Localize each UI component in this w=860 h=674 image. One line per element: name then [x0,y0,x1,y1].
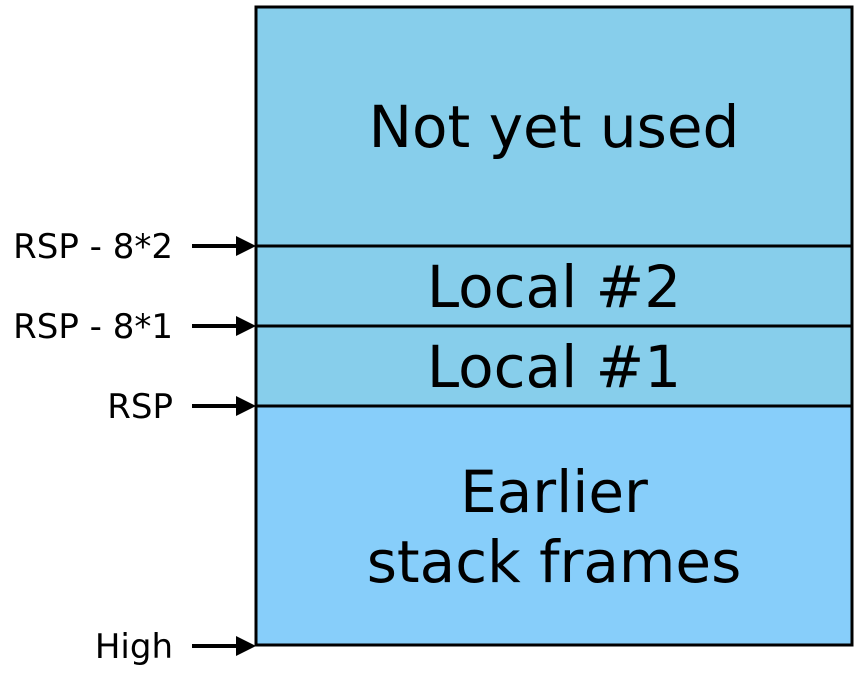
region-label-earlier-line1: Earlier [460,458,648,526]
region-label-not-yet-used: Not yet used [369,93,740,161]
region-label-earlier-line2: stack frames [367,528,742,596]
pointer-label-rsp-minus-8: RSP - 8*1 [13,307,173,347]
arrow-rsp [192,396,256,416]
pointer-label-rsp-minus-16: RSP - 8*2 [13,227,173,267]
arrow-rsp-minus-8 [192,316,256,336]
arrow-high [192,636,256,656]
pointer-label-high: High [95,627,173,667]
arrow-rsp-minus-16 [192,236,256,256]
region-earlier-frames [256,406,852,645]
region-not-yet-used [256,7,852,246]
region-label-local-1: Local #1 [427,333,681,401]
region-local-2 [256,246,852,326]
region-label-local-2: Local #2 [427,253,681,321]
region-local-1 [256,326,852,406]
pointer-label-rsp: RSP [107,387,173,427]
